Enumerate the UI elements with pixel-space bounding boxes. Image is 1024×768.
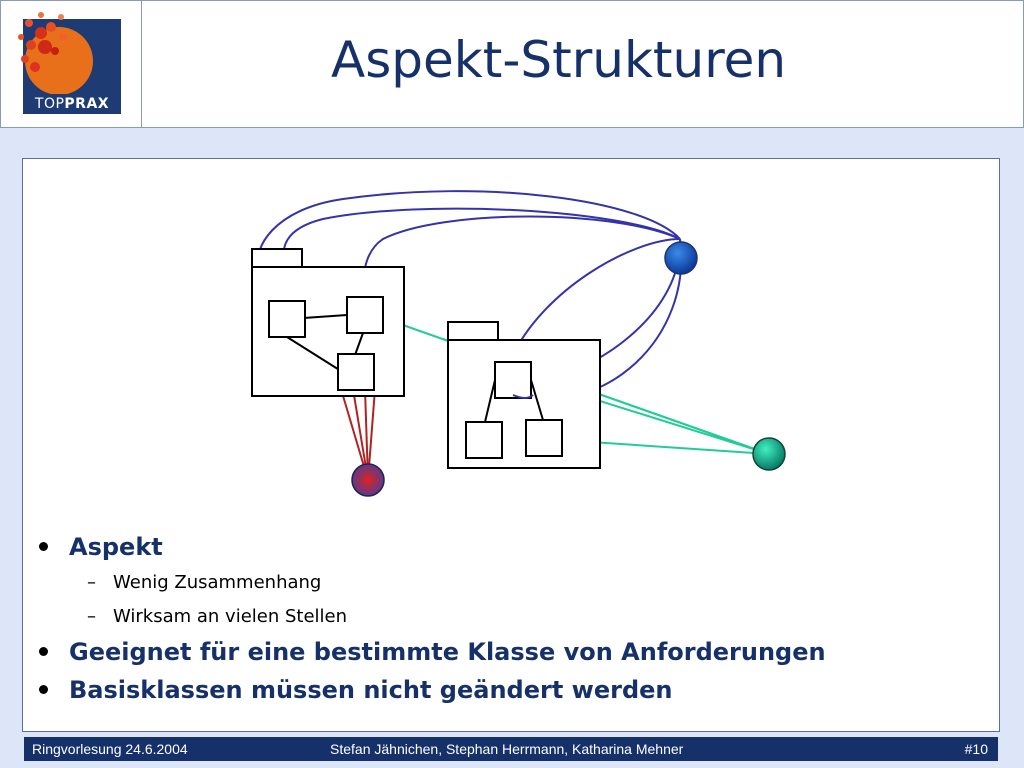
package-left — [251, 248, 405, 397]
sub-bullet-wenig: – Wenig Zusammenhang — [87, 572, 322, 593]
class-box — [525, 419, 563, 457]
logo-text: TOPPRAX — [23, 94, 121, 114]
bullet-icon — [39, 685, 48, 694]
logo: TOPPRAX — [1, 1, 142, 127]
blue-connection — [510, 238, 681, 360]
bullet-icon — [39, 647, 48, 656]
footer-event: Ringvorlesung 24.6.2004 — [32, 741, 188, 757]
bullet-icon — [39, 542, 48, 551]
content-panel: Aspekt – Wenig Zusammenhang – Wirksam an… — [22, 158, 1000, 732]
aspect-structure-diagram — [251, 190, 786, 497]
class-box — [494, 361, 532, 399]
class-box — [268, 300, 306, 338]
blue-connection — [363, 215, 681, 278]
footer-authors: Stefan Jähnichen, Stephan Herrmann, Kath… — [330, 741, 684, 757]
package-right — [447, 321, 601, 469]
class-box — [346, 296, 384, 334]
page-title: Aspekt-Strukturen — [331, 31, 787, 89]
blue-connection — [282, 207, 681, 266]
slide-footer: Ringvorlesung 24.6.2004 Stefan Jähnichen… — [24, 737, 998, 761]
bullet-basisklassen: Basisklassen müssen nicht geändert werde… — [39, 676, 672, 704]
aspect-node-teal — [752, 437, 786, 471]
footer-slide-number: #10 — [964, 741, 988, 757]
bullet-geeignet: Geeignet für eine bestimmte Klasse von A… — [39, 638, 826, 666]
class-box — [337, 353, 375, 391]
aspect-node-red — [351, 463, 385, 497]
dash-icon: – — [87, 572, 96, 593]
sub-bullet-wirksam: – Wirksam an vielen Stellen — [87, 606, 348, 627]
class-box — [465, 421, 503, 459]
slide-header: TOPPRAX Aspekt-Strukturen — [0, 0, 1024, 128]
bullet-aspekt: Aspekt — [39, 533, 163, 561]
blue-connection — [257, 190, 681, 268]
dash-icon: – — [87, 606, 96, 627]
aspect-node-blue — [664, 241, 698, 275]
